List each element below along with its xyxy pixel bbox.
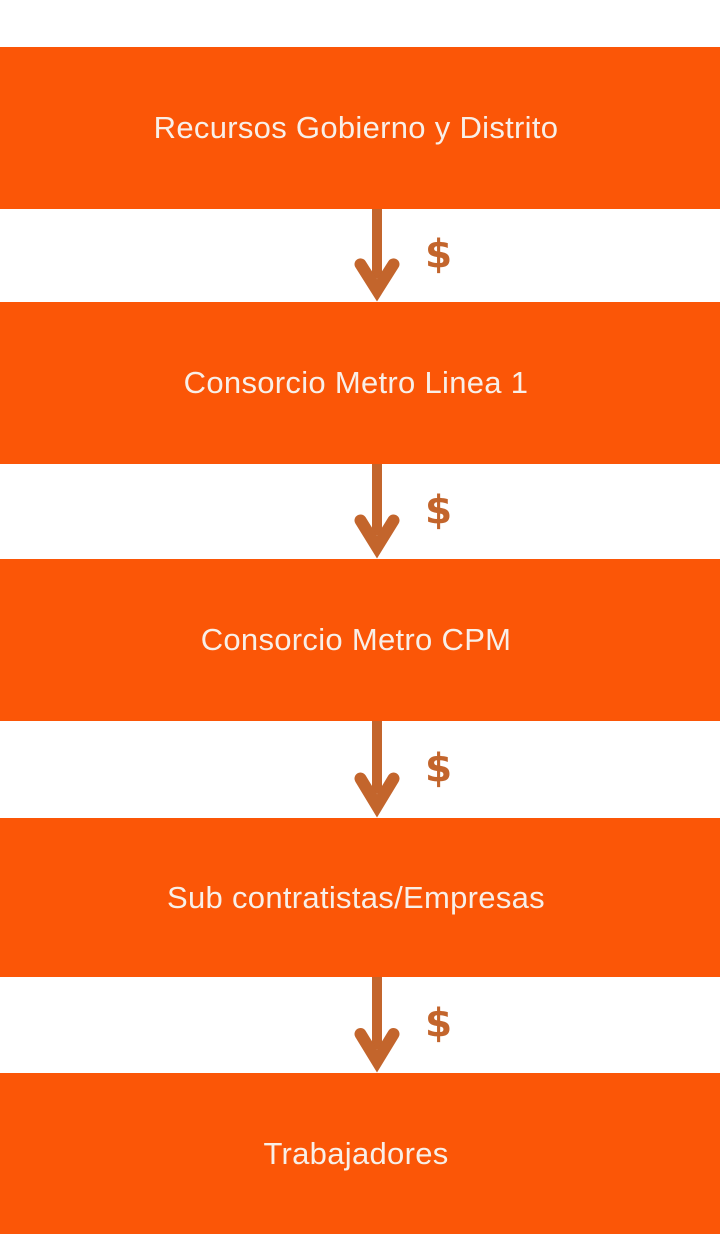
flow-node-consorcio-metro-cpm: Consorcio Metro CPM — [0, 559, 720, 721]
flow-node-label: Trabajadores — [263, 1135, 449, 1171]
arrow-down-icon — [354, 977, 400, 1073]
dollar-label: $ — [425, 232, 453, 278]
dollar-label: $ — [425, 488, 453, 534]
arrow-down-icon — [354, 464, 400, 559]
flow-node-label: Consorcio Metro Linea 1 — [183, 365, 529, 400]
dollar-label: $ — [425, 746, 453, 792]
flow-connector-2: $ — [0, 464, 720, 559]
dollar-label: $ — [425, 1001, 453, 1047]
flow-node-sub-contratistas: Sub contratistas/Empresas — [0, 818, 720, 977]
flow-node-trabajadores: Trabajadores — [0, 1073, 720, 1234]
flow-connector-1: $ — [0, 209, 720, 302]
flow-connector-3: $ — [0, 721, 720, 818]
flow-node-label: Recursos Gobierno y Distrito — [153, 110, 559, 145]
arrow-down-icon — [354, 721, 400, 818]
arrow-down-icon — [354, 209, 400, 302]
flow-node-label: Sub contratistas/Empresas — [167, 879, 545, 915]
flow-connector-4: $ — [0, 977, 720, 1073]
flow-node-label: Consorcio Metro CPM — [200, 622, 512, 657]
flow-node-consorcio-metro-linea-1: Consorcio Metro Linea 1 — [0, 302, 720, 464]
flow-node-recursos-gobierno: Recursos Gobierno y Distrito — [0, 47, 720, 209]
